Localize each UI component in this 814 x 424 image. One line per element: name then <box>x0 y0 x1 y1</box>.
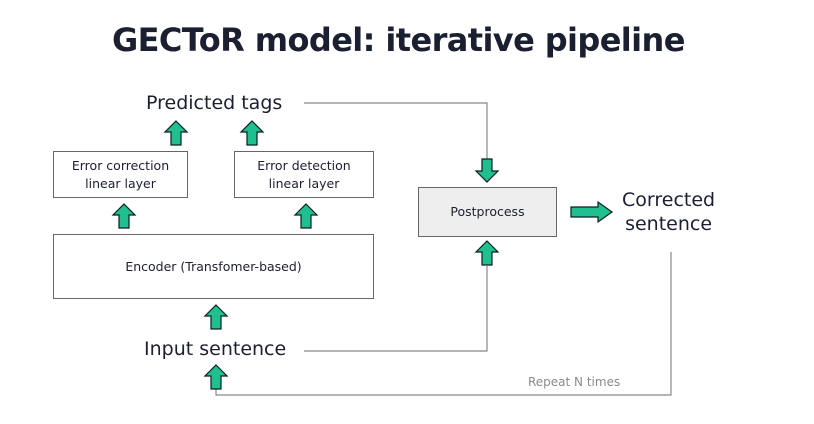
predicted-tags-label: Predicted tags <box>146 92 283 114</box>
right-arrow-to-corrected <box>570 200 614 224</box>
corrected-sentence-line-2: sentence <box>625 213 713 235</box>
encoder-box: Encoder (Transfomer-based) <box>53 234 374 299</box>
up-arrow-encoder-to-detection <box>293 203 319 229</box>
corrected-sentence-label: Corrected sentence <box>622 188 715 236</box>
corrected-sentence-line-1: Corrected <box>622 189 716 211</box>
error-correction-layer-box: Error correction linear layer <box>53 151 188 198</box>
error-detection-line-1: Error detection <box>257 157 351 173</box>
tags-to-postprocess-line <box>304 102 488 160</box>
down-arrow-to-postprocess <box>474 158 500 183</box>
repeat-loop-line <box>215 252 672 396</box>
error-detection-layer-box: Error detection linear layer <box>234 151 374 198</box>
encoder-label: Encoder (Transfomer-based) <box>125 258 302 274</box>
input-sentence-label: Input sentence <box>144 338 287 360</box>
up-arrow-loop-to-input <box>203 364 229 390</box>
input-to-postprocess-line <box>304 266 488 352</box>
error-correction-line-2: linear layer <box>85 175 156 191</box>
diagram-title: GECToR model: iterative pipeline <box>112 21 685 59</box>
up-arrow-detection-to-tags <box>239 120 265 146</box>
error-correction-line-1: Error correction <box>71 157 170 173</box>
up-arrow-to-postprocess <box>474 240 500 266</box>
up-arrow-input-to-encoder <box>203 304 229 330</box>
up-arrow-encoder-to-correction <box>111 203 137 229</box>
postprocess-label: Postprocess <box>450 204 525 219</box>
error-detection-line-2: linear layer <box>268 175 340 191</box>
up-arrow-correction-to-tags <box>163 120 189 146</box>
repeat-loop-label: Repeat N times <box>528 375 621 389</box>
postprocess-box: Postprocess <box>418 187 557 237</box>
